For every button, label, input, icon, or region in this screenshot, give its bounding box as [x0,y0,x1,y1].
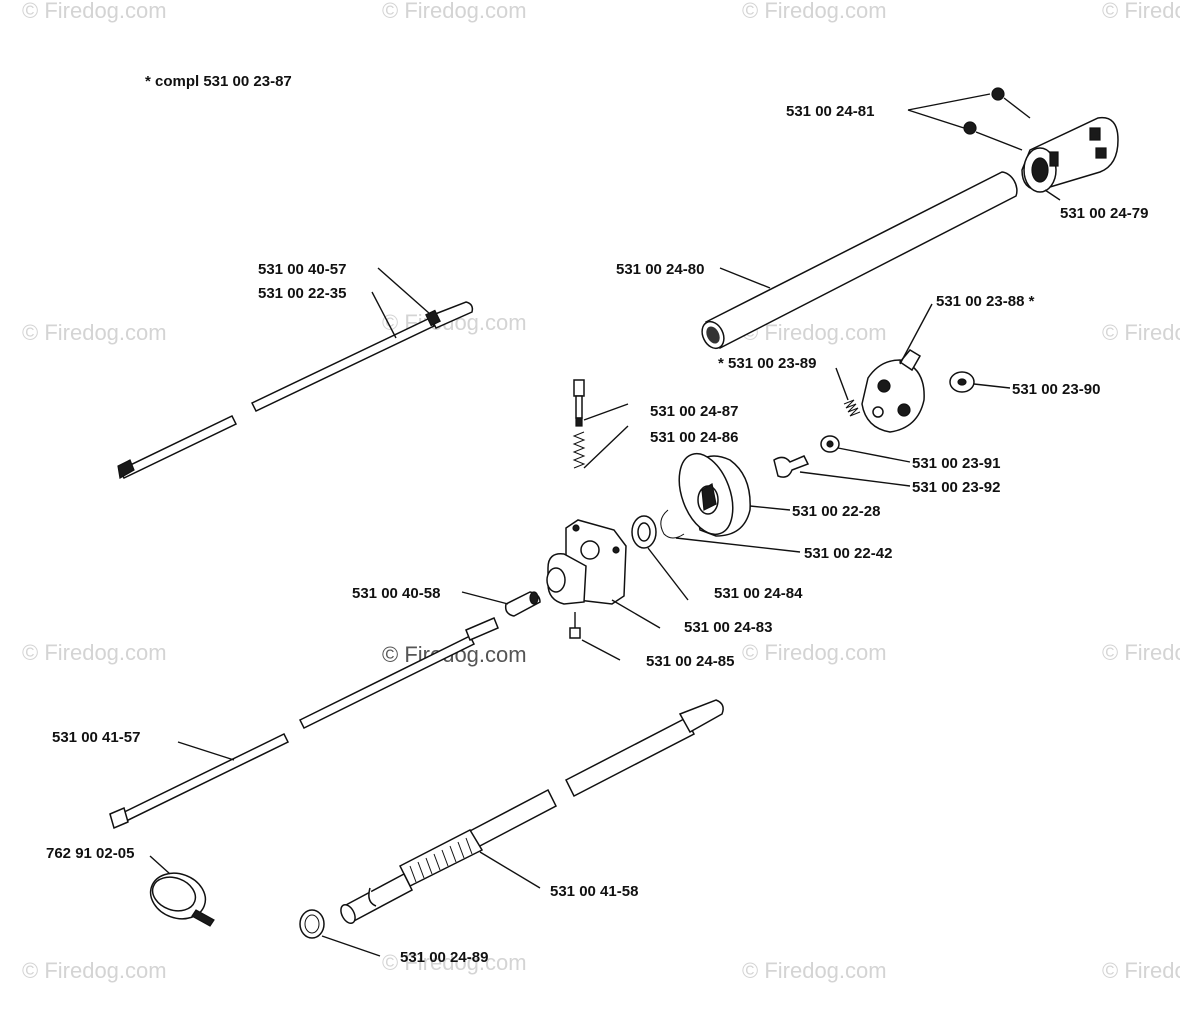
watermark: © Firedog.com [22,640,167,665]
clutch-drum [678,452,751,537]
label-531-00-23-91: 531 00 23-91 [912,455,1000,472]
label-531-00-22-42: 531 00 22-42 [804,545,892,562]
leader-22-42 [675,537,801,553]
watermark: © Firedog.com [1102,640,1180,665]
label-531-00-24-81: 531 00 24-81 [786,103,874,120]
label-531-00-23-89: * 531 00 23-89 [718,355,816,372]
leader-24-81a [907,93,991,111]
label-531-00-41-58: 531 00 41-58 [550,883,638,900]
leader-91-05 [149,855,171,875]
label-531-00-23-92: 531 00 23-92 [912,479,1000,496]
watermark: © Firedog.com [22,320,167,345]
leader-24-85 [581,639,621,661]
label-531-00-23-88: 531 00 23-88 * [936,293,1035,310]
leader-24-84 [647,547,689,601]
label-531-00-40-57: 531 00 40-57 [258,261,346,278]
leader-22-35 [371,291,397,339]
label-531-00-41-57: 531 00 41-57 [52,729,140,746]
watermark: © Firedog.com [382,950,527,975]
watermark: © Firedog.com [22,958,167,983]
lower-drive-shaft [109,617,499,830]
watermark: © Firedog.com [1102,320,1180,345]
leader-40-58 [461,591,509,605]
clutch-spring [843,399,861,417]
leader-24-81b [907,109,965,129]
label-531-00-23-90: 531 00 23-90 [1012,381,1100,398]
screw-upper [991,87,1031,119]
watermark: © Firedog.com [742,958,887,983]
leader-23-90 [973,383,1011,389]
watermark: © Firedog.com [742,640,887,665]
leader-22-28 [749,505,791,511]
bushing-40-58 [504,591,541,617]
watermark-layer: © Firedog.com © Firedog.com © Firedog.co… [22,0,1180,983]
leader-41-58 [479,851,541,889]
clutch-shoe-assembly [861,349,925,433]
leader-23-91 [837,447,911,463]
compl-note: * compl 531 00 23-87 [145,73,292,90]
label-531-00-40-58: 531 00 40-58 [352,585,440,602]
label-531-00-22-35: 531 00 22-35 [258,285,346,302]
label-531-00-24-84: 531 00 24-84 [714,585,803,602]
circlip-22-42 [660,509,685,539]
leader-24-87 [583,403,629,421]
label-762-91-02-05: 762 91 02-05 [46,845,134,862]
hose-clamp [149,872,215,927]
leader-23-88 [899,303,933,365]
shaft-housing [340,699,724,925]
label-531-00-24-86: 531 00 24-86 [650,429,738,446]
label-531-00-24-83: 531 00 24-83 [684,619,772,636]
leader-24-80 [719,267,771,289]
bearing-24-84 [631,515,657,549]
watermark: © Firedog.com [742,0,887,23]
watermark: © Firedog.com [382,0,527,23]
label-531-00-24-89: 531 00 24-89 [400,949,488,966]
washer-23-90 [949,371,975,393]
watermark: © Firedog.com [1102,958,1180,983]
label-531-00-22-28: 531 00 22-28 [792,503,880,520]
label-531-00-24-87: 531 00 24-87 [650,403,738,420]
leader-24-86 [583,425,629,469]
screw-lower [963,121,1023,151]
leader-24-89 [321,935,381,957]
label-531-00-24-80: 531 00 24-80 [616,261,704,278]
bolt-23-92 [773,455,810,478]
lock-pin [573,379,585,427]
leader-24-83 [611,599,661,629]
watermark: © Firedog.com [22,0,167,23]
label-531-00-24-85: 531 00 24-85 [646,653,734,670]
leader-24-79 [1044,189,1061,201]
drive-tube [701,171,1018,350]
clamp-housing [1021,116,1119,193]
leader-40-57 [377,267,431,315]
screw-24-85 [569,612,581,639]
washer-23-91 [820,435,840,453]
leader-23-92 [799,471,911,487]
label-531-00-24-79: 531 00 24-79 [1060,205,1148,222]
leader-41-57 [177,741,235,761]
watermark: © Firedog.com [1102,0,1180,23]
pin-spring [572,431,586,469]
upper-drive-shaft [117,301,474,479]
leader-23-89 [835,367,849,401]
clutch-cover [546,519,627,605]
o-ring [299,909,325,939]
